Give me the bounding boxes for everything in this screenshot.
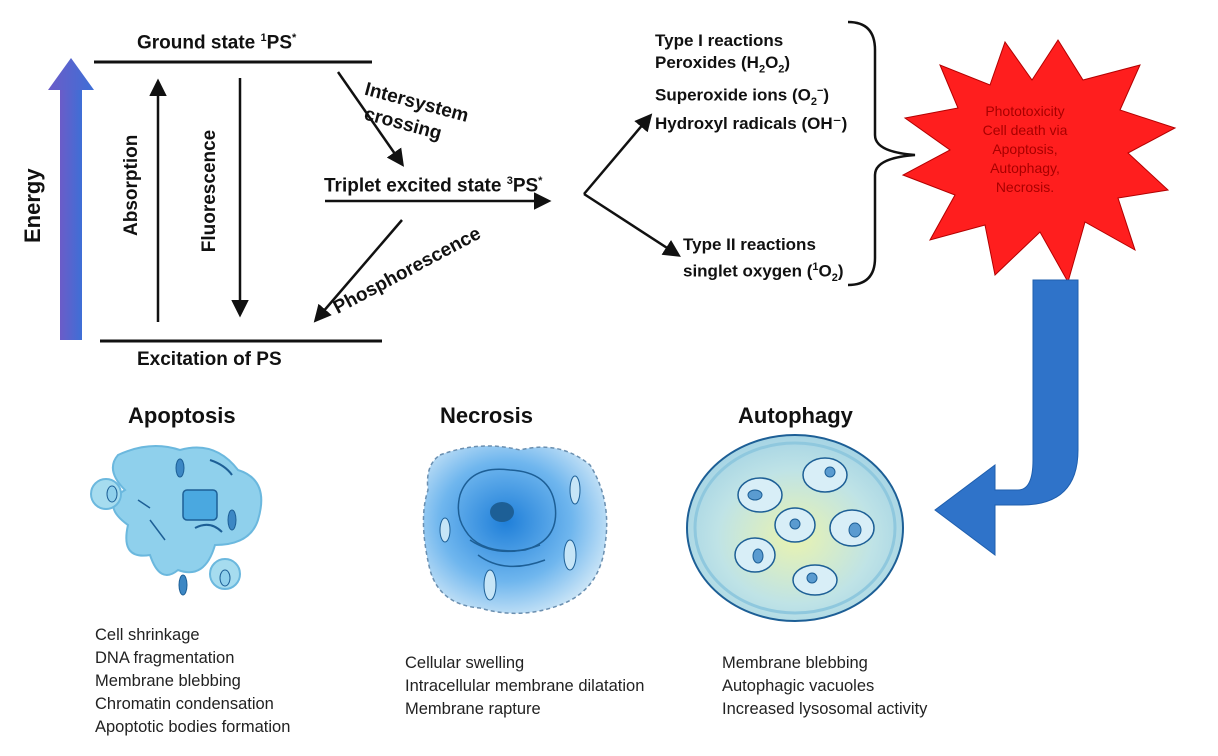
type1-title: Type I reactions	[655, 31, 784, 50]
energy-label: Energy	[20, 168, 45, 243]
type1-arrow	[583, 113, 653, 195]
type2-reactions: Type II reactions singlet oxygen (1O2)	[683, 234, 844, 289]
excitation-label: Excitation of PS	[137, 349, 282, 370]
list-item: Intracellular membrane dilatation	[405, 677, 645, 695]
triplet-label: Triplet excited state 3PS*	[324, 175, 543, 197]
type1-peroxides: Peroxides (H2O2)	[655, 53, 791, 76]
type2-arrow	[583, 192, 681, 257]
list-item: Cellular swelling	[405, 654, 525, 672]
autophagy-list: Membrane blebbing Autophagic vacuoles In…	[722, 652, 927, 721]
list-item: Apoptotic bodies formation	[95, 718, 291, 736]
list-item: Membrane blebbing	[95, 672, 241, 690]
type1-reactions: Type I reactions Peroxides (H2O2) Supero…	[655, 30, 847, 135]
absorption-label: Absorption	[121, 134, 142, 236]
energy-arrow	[48, 58, 94, 340]
list-item: Autophagic vacuoles	[722, 677, 875, 695]
phototoxicity-burst	[901, 39, 1177, 284]
apoptosis-list: Cell shrinkage DNA fragmentation Membran…	[95, 624, 290, 739]
type2-singlet: singlet oxygen (1O2)	[683, 261, 844, 285]
phosphorescence-arrow	[313, 219, 403, 323]
apoptosis-title: Apoptosis	[128, 403, 236, 428]
fluorescence-label: Fluorescence	[199, 129, 220, 253]
ground-state-label: Ground state 1PS*	[137, 32, 297, 54]
reactions-bracket	[847, 20, 916, 287]
list-item: Membrane rapture	[405, 700, 541, 718]
list-item: DNA fragmentation	[95, 649, 235, 667]
autophagy-cell-drawing	[686, 434, 904, 622]
list-item: Cell shrinkage	[95, 626, 200, 644]
type2-title: Type II reactions	[683, 235, 816, 254]
necrosis-title: Necrosis	[440, 403, 533, 428]
list-item: Increased lysosomal activity	[722, 700, 928, 718]
type1-hydroxyl: Hydroxyl radicals (OH⁻)	[655, 114, 848, 134]
necrosis-list: Cellular swelling Intracellular membrane…	[405, 652, 644, 721]
list-item: Chromatin condensation	[95, 695, 274, 713]
list-item: Membrane blebbing	[722, 654, 868, 672]
autophagy-title: Autophagy	[738, 403, 853, 428]
apoptosis-cell-drawing	[90, 445, 263, 596]
burst-text: Phototoxicity Cell death via Apoptosis, …	[982, 103, 1068, 195]
type1-superoxide: Superoxide ions (O2−)	[655, 85, 830, 109]
necrosis-cell-drawing	[422, 445, 608, 615]
intersystem-arrow	[336, 71, 404, 167]
curved-blue-arrow	[934, 279, 1079, 556]
